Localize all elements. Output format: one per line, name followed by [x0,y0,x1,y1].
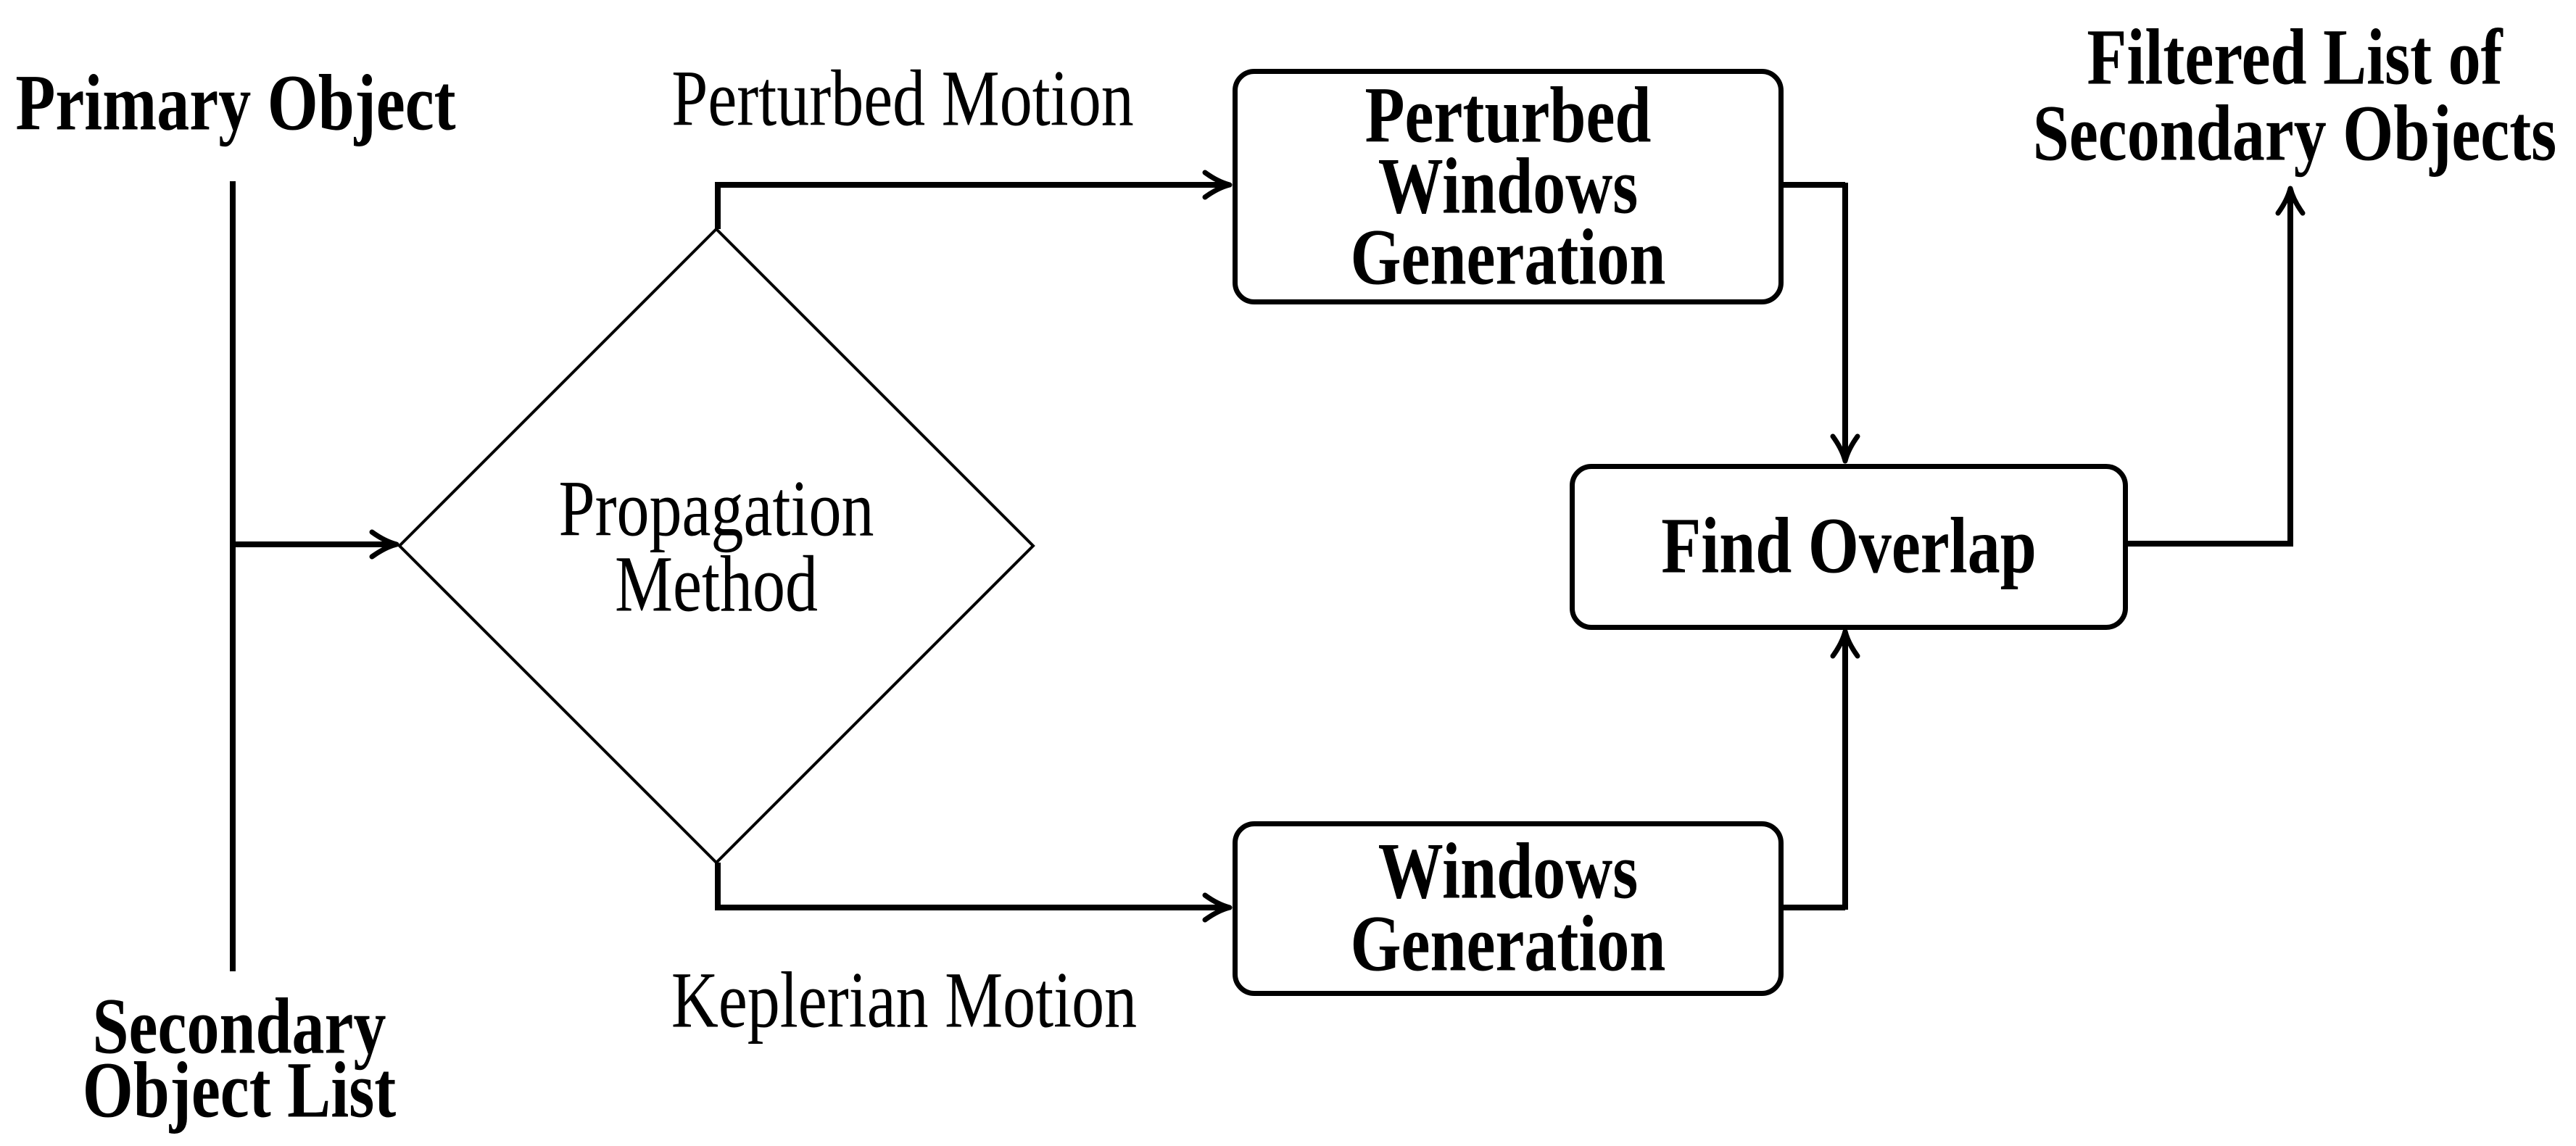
decision-label-line1: Propagation [558,465,874,553]
node-windows-generation [1233,821,1784,996]
keplerian-motion-edge-label: Keplerian Motion [671,957,1138,1045]
filtered-list-label-line2: Secondary Objects [2032,90,2557,178]
secondary-object-list-label-line1: Secondary [92,983,386,1071]
filtered-list-label-line1: Filtered List of [2087,13,2503,101]
secondary-object-list-label-line2: Object List [82,1047,397,1134]
node-perturbed-windows-generation [1233,69,1784,304]
windows-generation-label-line1: Windows [1378,828,1639,915]
perturbed-motion-edge-label: Perturbed Motion [671,55,1134,143]
find-overlap-label: Find Overlap [1661,502,2037,590]
node-find-overlap [1570,464,2128,630]
primary-object-label: Primary Object [15,59,456,147]
perturbed-windows-generation-label-line3: Generation [1350,214,1666,302]
perturbed-windows-generation-label-line1: Perturbed [1364,72,1652,159]
windows-generation-label-line2: Generation [1350,900,1666,988]
perturbed-windows-generation-label-line2: Windows [1378,143,1639,231]
decision-label-line2: Method [615,541,818,628]
